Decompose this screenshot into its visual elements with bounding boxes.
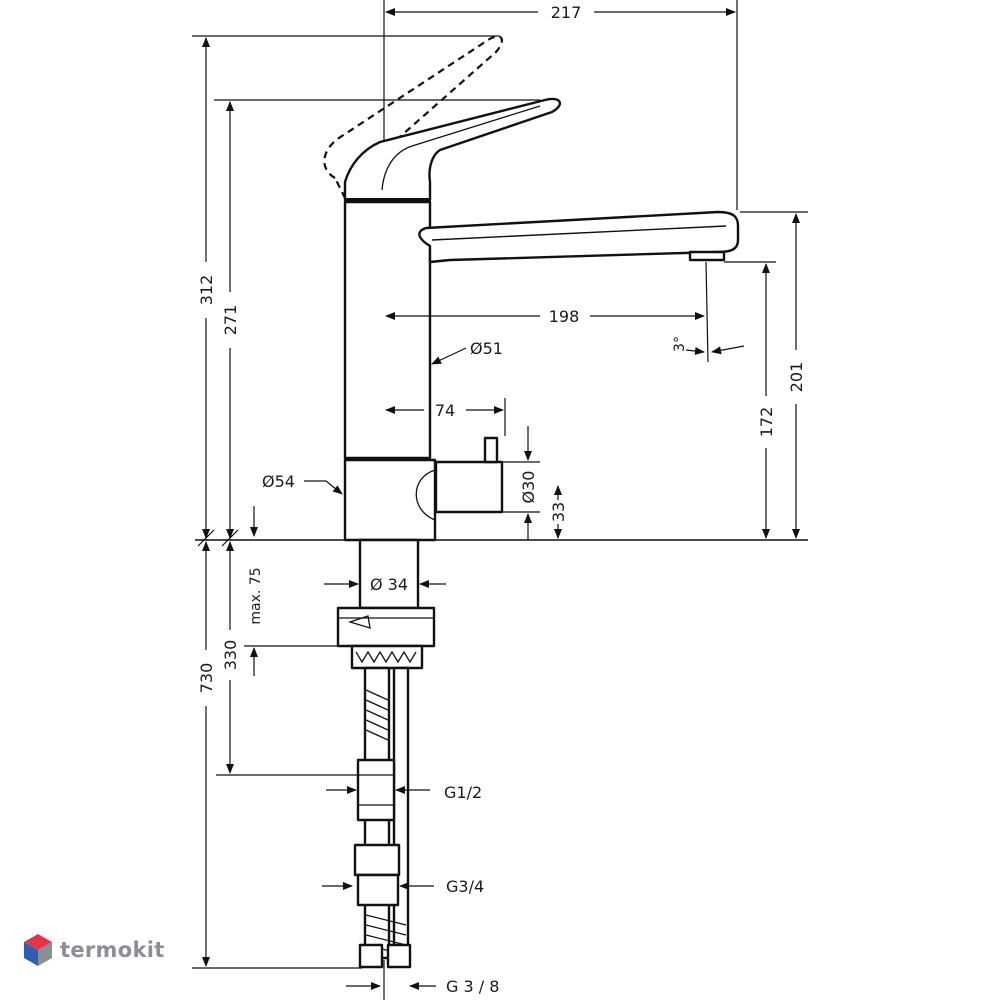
water-stream-line	[705, 261, 709, 363]
dim-730-label: 730	[197, 663, 216, 694]
dim-30-label: Ø30	[519, 471, 538, 504]
dim-3deg-label: 3°	[672, 336, 688, 352]
dim-g12-label: G1/2	[444, 783, 482, 802]
mount-nut	[350, 644, 424, 670]
lever-raised-dashed	[323, 35, 503, 200]
base-transition	[415, 469, 436, 521]
g38-end-right	[386, 943, 412, 969]
hose-braid-top	[365, 689, 389, 741]
dim-54-leader	[304, 480, 343, 495]
dim-201-label: 201	[787, 362, 806, 393]
side-valve-body	[434, 460, 504, 514]
dim-33-label: 33	[549, 502, 568, 522]
shank	[358, 538, 420, 610]
g12-fitting	[356, 758, 396, 822]
mount-plate	[336, 606, 436, 648]
dim-34-label: Ø 34	[370, 575, 408, 594]
aerator	[688, 250, 726, 262]
g38-end-left	[358, 943, 384, 969]
dim-max75-label: max. 75	[248, 567, 264, 624]
dim-51-label: Ø51	[470, 339, 503, 358]
dim-54-label: Ø54	[262, 472, 295, 491]
watermark: termokit	[24, 934, 165, 966]
dim-3deg-arrow-left	[685, 347, 705, 355]
dim-51-leader	[431, 347, 467, 365]
base-ring	[343, 458, 437, 542]
dim-198-label: 198	[549, 307, 580, 326]
hose-braid-bottom	[365, 914, 407, 956]
watermark-text: termokit	[60, 938, 165, 962]
dim-312-label: 312	[197, 275, 216, 306]
tick-271-bottom	[221, 529, 239, 547]
body-column	[343, 200, 432, 460]
termokit-logo-icon	[24, 934, 52, 966]
spout	[418, 210, 740, 264]
g34-nut	[356, 873, 400, 907]
g34-fitting	[353, 843, 401, 877]
mount-nut-teeth	[355, 650, 417, 664]
lever-inner-curve	[381, 105, 541, 191]
dim-g34-label: G3/4	[446, 877, 484, 896]
tick-312-bottom	[197, 529, 215, 547]
mount-screw	[347, 615, 371, 629]
spout-inner-line	[431, 225, 727, 241]
dim-g38-label: G 3 / 8	[446, 977, 499, 996]
lever-handle	[343, 97, 562, 202]
dim-217-label: 217	[551, 3, 582, 22]
dim-172-label: 172	[757, 407, 776, 438]
hose-right	[392, 666, 410, 960]
dim-3deg-arrow-right	[711, 345, 745, 355]
dim-271-label: 271	[221, 305, 240, 336]
dim-330-label: 330	[221, 640, 240, 671]
dim-74-label: 74	[435, 401, 455, 420]
side-valve-knob	[483, 436, 499, 464]
